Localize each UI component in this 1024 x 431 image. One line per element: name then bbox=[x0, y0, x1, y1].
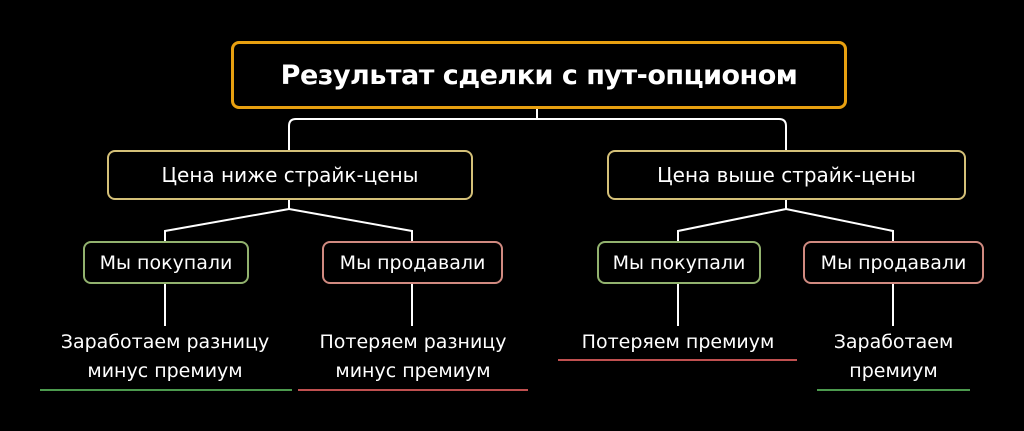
outcome-line: минус премиум bbox=[87, 360, 243, 382]
outcome-below-sold: Потеряем разницу минус премиум bbox=[297, 328, 529, 386]
outcome-above-bought: Потеряем премиум bbox=[558, 328, 798, 357]
loss-underline bbox=[298, 389, 528, 391]
outcome-line: Потеряем премиум bbox=[581, 331, 775, 353]
branch-price-above-strike: Цена выше страйк-цены bbox=[607, 150, 966, 200]
outcome-line: минус премиум bbox=[335, 360, 491, 382]
node-label: Мы покупали bbox=[612, 251, 746, 274]
branch-price-below-strike: Цена ниже страйк-цены bbox=[107, 150, 473, 200]
branch-label: Цена ниже страйк-цены bbox=[161, 163, 419, 187]
above-bought-node: Мы покупали bbox=[597, 241, 761, 284]
outcome-below-bought: Заработаем разницу минус премиум bbox=[40, 328, 290, 386]
root-title: Результат сделки с пут-опционом bbox=[280, 59, 798, 91]
node-label: Мы продавали bbox=[339, 251, 486, 274]
branch-label: Цена выше страйк-цены bbox=[657, 163, 916, 187]
profit-underline bbox=[40, 389, 292, 391]
below-sold-node: Мы продавали bbox=[322, 241, 503, 284]
root-node: Результат сделки с пут-опционом bbox=[231, 41, 847, 109]
outcome-above-sold: Заработаем премиум bbox=[817, 328, 970, 386]
outcome-line: Потеряем разницу bbox=[319, 331, 507, 353]
loss-underline bbox=[558, 359, 797, 361]
outcome-line: Заработаем bbox=[833, 331, 954, 353]
outcome-line: Заработаем разницу bbox=[60, 331, 270, 353]
node-label: Мы покупали bbox=[99, 251, 233, 274]
profit-underline bbox=[817, 389, 970, 391]
above-sold-node: Мы продавали bbox=[803, 241, 984, 284]
outcome-line: премиум bbox=[849, 360, 938, 382]
node-label: Мы продавали bbox=[820, 251, 967, 274]
below-bought-node: Мы покупали bbox=[83, 241, 249, 284]
